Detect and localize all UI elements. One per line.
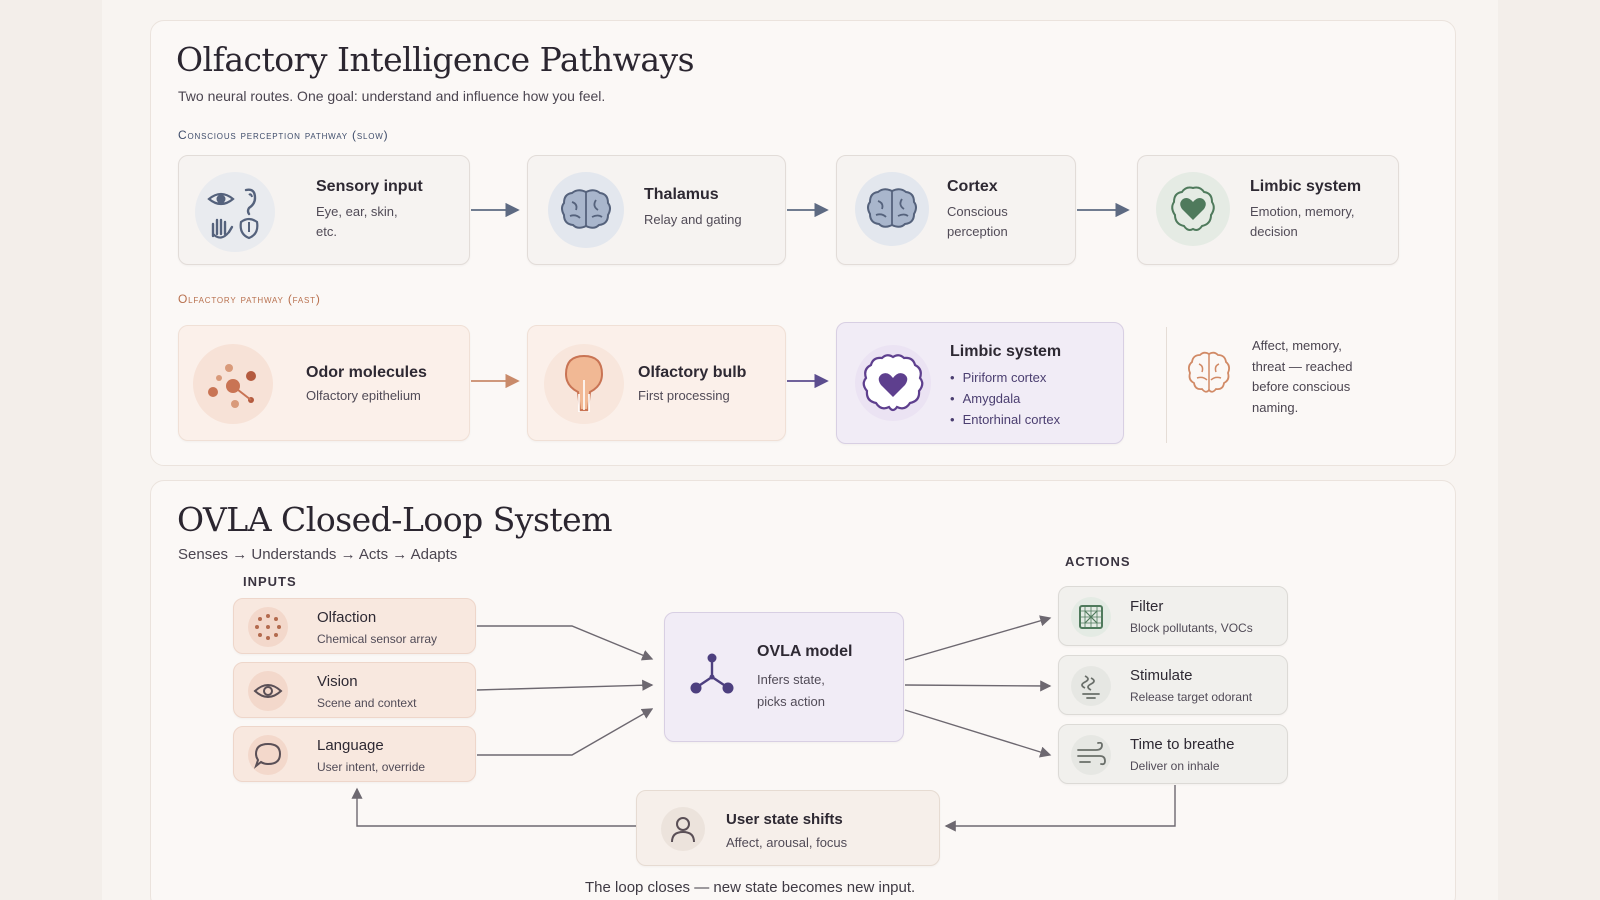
node-text: Relay and gating (644, 212, 742, 227)
olfaction-input: Olfaction Chemical sensor array (233, 598, 476, 654)
senses-icon (195, 172, 275, 252)
conscious-pathway-label: Conscious perception pathway (slow) (178, 128, 389, 142)
pathways-subtitle: Two neural routes. One goal: understand … (178, 88, 606, 104)
action-text: Block pollutants, VOCs (1130, 621, 1253, 635)
model-title: OVLA model (757, 643, 853, 660)
speech-bubble-icon (248, 735, 288, 775)
node-text: First processing (638, 388, 730, 403)
ovla-model-node: OVLA model Infers state, picks action (664, 612, 904, 742)
sensory-input-node: Sensory input Eye, ear, skin, etc. (178, 155, 470, 265)
olfactory-limbic-node: Limbic system Piriform cortex Amygdala E… (836, 322, 1124, 444)
brain-outline-icon (1184, 347, 1234, 397)
vision-input: Vision Scene and context (233, 662, 476, 718)
list-item: Piriform cortex (950, 367, 1060, 388)
user-state-title: User state shifts (726, 811, 843, 828)
node-title: Limbic system (1250, 178, 1362, 195)
olfactory-bulb-node: Olfactory bulb First processing (527, 325, 786, 441)
molecules-icon (193, 344, 273, 424)
user-state-text: Affect, arousal, focus (726, 835, 848, 850)
thalamus-node: Thalamus Relay and gating (527, 155, 786, 265)
stimulate-action: Stimulate Release target odorant (1058, 655, 1288, 715)
odor-molecules-node: Odor molecules Olfactory epithelium (178, 325, 470, 441)
waves-icon (1071, 666, 1111, 706)
action-text: Release target odorant (1130, 690, 1253, 704)
olfactory-pathway-label: Olfactory pathway (fast) (178, 292, 321, 306)
pathways-title: Olfactory Intelligence Pathways (176, 40, 695, 79)
heart-icon (1156, 172, 1230, 246)
node-text: decision (1250, 224, 1298, 239)
language-input: Language User intent, override (233, 726, 476, 782)
note-divider (1166, 327, 1167, 443)
limbic-note: Affect, memory, threat — reached before … (1252, 336, 1352, 418)
wind-icon (1071, 735, 1111, 775)
list-item: Amygdala (950, 388, 1060, 409)
brain-icon (855, 172, 929, 246)
input-title: Language (317, 737, 384, 754)
limbic-system-node: Limbic system Emotion, memory, decision (1137, 155, 1399, 265)
filter-action: Filter Block pollutants, VOCs (1058, 586, 1288, 646)
note-line: Affect, memory, (1252, 338, 1342, 353)
input-title: Olfaction (317, 609, 377, 626)
node-title: Odor molecules (306, 364, 427, 381)
node-text: Olfactory epithelium (306, 388, 421, 403)
limbic-structures-list: Piriform cortex Amygdala Entorhinal cort… (950, 367, 1061, 430)
bulb-icon (544, 344, 624, 424)
input-text: Chemical sensor array (317, 632, 438, 646)
node-title: Cortex (947, 178, 998, 195)
node-title: Sensory input (316, 178, 423, 195)
inputs-label: INPUTS (243, 574, 297, 589)
model-text: picks action (757, 694, 825, 709)
network-icon (685, 647, 739, 701)
user-state-node: User state shifts Affect, arousal, focus (636, 790, 940, 866)
loop-footer: The loop closes — new state becomes new … (585, 879, 916, 896)
note-line: naming. (1252, 399, 1299, 415)
node-text: Eye, ear, skin, (316, 204, 398, 219)
node-title: Olfactory bulb (638, 364, 747, 381)
node-text: Emotion, memory, (1250, 204, 1355, 219)
node-text: etc. (316, 224, 337, 239)
action-title: Filter (1130, 598, 1164, 615)
model-text: Infers state, (757, 672, 825, 687)
node-title: Limbic system (950, 343, 1062, 360)
action-text: Deliver on inhale (1130, 759, 1220, 773)
time-to-breathe-action: Time to breathe Deliver on inhale (1058, 724, 1288, 784)
closed-loop-subtitle: Senses → Understands → Acts → Adapts (178, 546, 458, 563)
node-text: Conscious (947, 204, 1008, 219)
sensor-dots-icon (248, 607, 288, 647)
note-line: threat — reached (1252, 358, 1353, 374)
list-item: Entorhinal cortex (950, 409, 1061, 430)
input-text: User intent, override (317, 760, 426, 774)
actions-label: ACTIONS (1065, 554, 1131, 569)
action-title: Time to breathe (1130, 736, 1235, 753)
note-line: before conscious (1252, 379, 1351, 394)
filter-icon (1071, 597, 1111, 637)
heart-brain-icon (855, 345, 931, 421)
node-title: Thalamus (644, 186, 719, 203)
input-text: Scene and context (317, 696, 417, 710)
cortex-node: Cortex Conscious perception (836, 155, 1076, 265)
brain-icon (548, 172, 624, 248)
closed-loop-title: OVLA Closed-Loop System (177, 500, 612, 539)
input-title: Vision (317, 673, 358, 690)
action-title: Stimulate (1130, 667, 1193, 684)
user-icon (661, 807, 705, 851)
eye-icon (248, 671, 288, 711)
node-text: perception (947, 224, 1008, 239)
